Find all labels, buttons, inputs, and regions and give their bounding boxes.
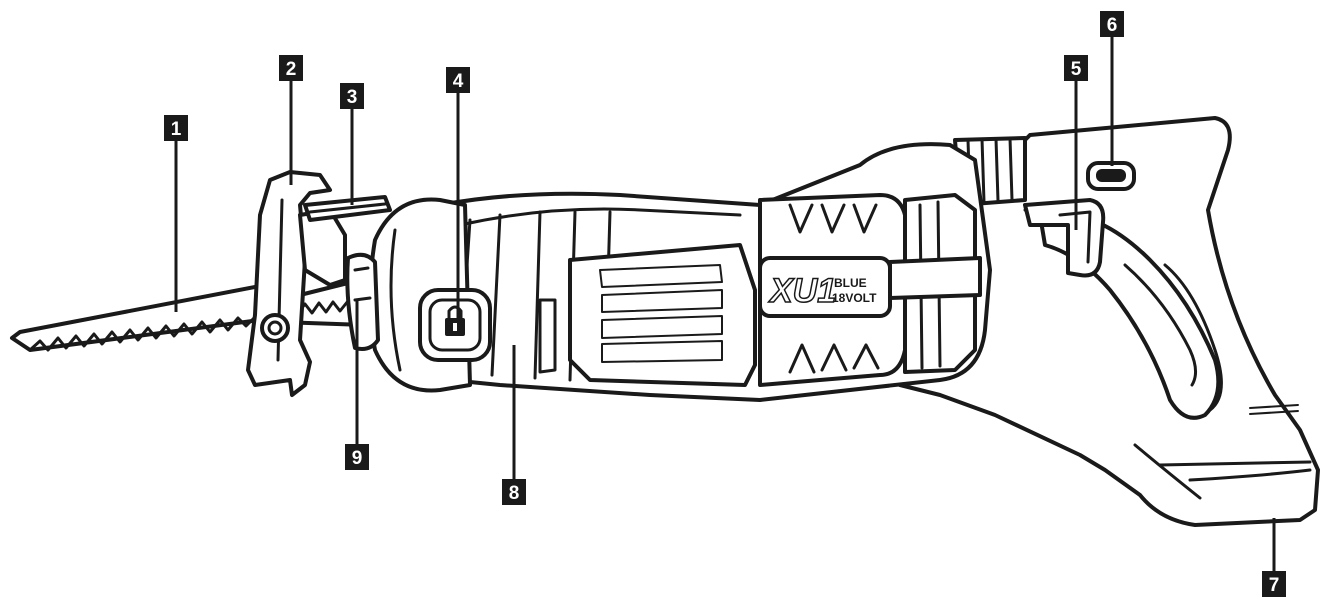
callout-8-label: 8 bbox=[509, 483, 520, 504]
trigger bbox=[1023, 198, 1106, 278]
brand-model: XU1 bbox=[768, 272, 836, 310]
callout-7-label: 7 bbox=[1269, 575, 1280, 596]
brand-voltage: 18VOLT bbox=[832, 291, 877, 305]
callout-2: 2 bbox=[279, 55, 303, 81]
callout-5-label: 5 bbox=[1071, 59, 1082, 80]
shoe-adjustment-bar bbox=[303, 195, 392, 222]
saw-blade bbox=[10, 278, 367, 352]
callout-6: 6 bbox=[1100, 11, 1124, 37]
brand-plate: XU1 BLUE 18VOLT bbox=[758, 256, 892, 318]
callout-9-label: 9 bbox=[352, 448, 363, 469]
callout-3: 3 bbox=[340, 83, 364, 109]
callout-6-label: 6 bbox=[1107, 15, 1118, 36]
lock-off-button bbox=[1086, 161, 1136, 191]
lock-icon bbox=[445, 305, 465, 336]
callout-4: 4 bbox=[446, 67, 470, 93]
callout-7: 7 bbox=[1262, 571, 1286, 597]
callout-9: 9 bbox=[345, 444, 369, 470]
callout-1: 1 bbox=[164, 115, 188, 141]
callout-4-label: 4 bbox=[453, 71, 464, 92]
callout-5: 5 bbox=[1064, 55, 1088, 81]
leader-lines bbox=[174, 36, 1276, 572]
callout-2-label: 2 bbox=[286, 59, 297, 80]
shoe-plate bbox=[246, 170, 347, 397]
callout-3-label: 3 bbox=[347, 87, 358, 108]
blade-clamp bbox=[345, 252, 380, 351]
motor-housing bbox=[438, 142, 992, 402]
blade-release-lever bbox=[418, 288, 492, 362]
callout-1-label: 1 bbox=[171, 119, 182, 140]
brand-series: BLUE bbox=[834, 276, 867, 290]
callout-8: 8 bbox=[502, 479, 526, 505]
